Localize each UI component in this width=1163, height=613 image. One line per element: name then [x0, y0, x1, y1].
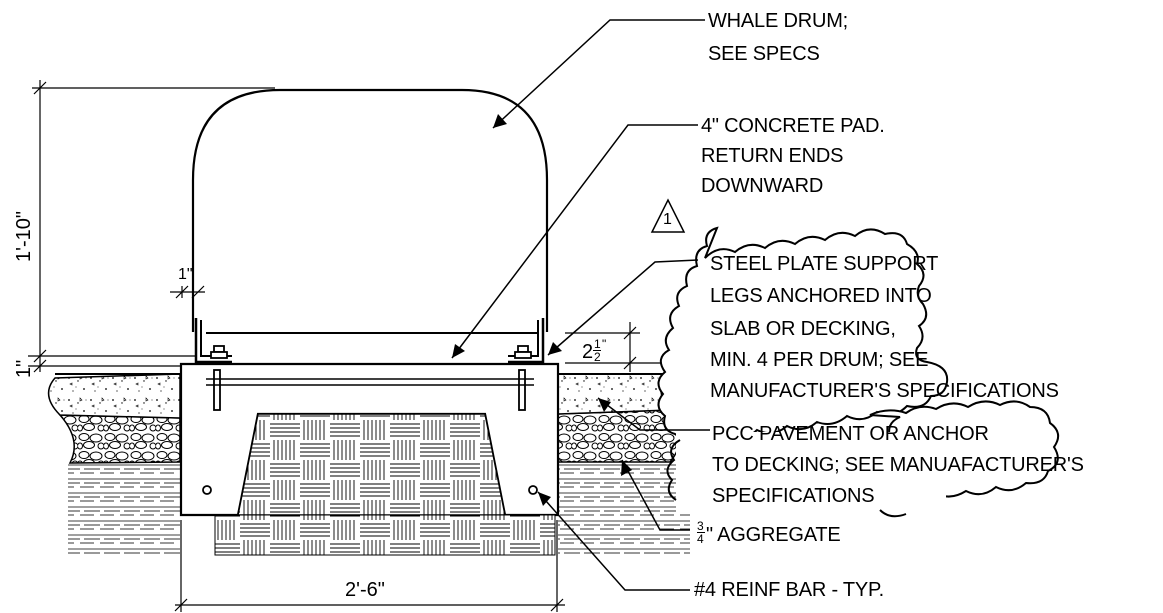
arrow-leg	[548, 342, 562, 355]
steel-leg-left	[194, 318, 232, 364]
pcc-pavement-label-line1: PCC PAVEMENT OR ANCHOR	[712, 423, 989, 445]
subgrade-earth	[68, 463, 180, 555]
aggregate-layer-right	[557, 409, 681, 463]
arrow-bar	[538, 492, 551, 506]
dim-leg-height-frac-num: 1	[594, 337, 601, 351]
steel-plate-label-line1: STEEL PLATE SUPPORT	[710, 253, 939, 275]
steel-plate-label-line5: MANUFACTURER'S SPECIFICATIONS	[710, 380, 1059, 402]
anchor-bolt-left	[210, 345, 228, 411]
dim-leg-height-label: 2 1 2 "	[582, 338, 612, 364]
whale-drum-label-line2: SEE SPECS	[708, 43, 820, 65]
reinf-bar-label: #4 REINF BAR - TYP.	[694, 579, 884, 601]
dim-drum-height-text: 1'-10"	[13, 211, 35, 262]
dim-pad-width-text: 2'-6"	[345, 579, 385, 601]
revision-triangle	[650, 198, 686, 233]
steel-plate-label-line2: LEGS ANCHORED INTO	[710, 285, 932, 307]
dim-leg-height	[565, 322, 665, 372]
dim-gap-text: 1"	[13, 359, 35, 378]
dim-leg-height-whole: 2	[582, 341, 594, 363]
revision-number: 1	[663, 211, 672, 228]
arrow-pad	[452, 344, 465, 358]
concrete-slab-left	[47, 373, 181, 419]
dim-leg-height-unit: "	[602, 337, 607, 351]
aggregate-label-text: " AGGREGATE	[706, 524, 841, 546]
aggregate-fraction-num: 3	[697, 519, 704, 533]
steel-plate-label-line4: MIN. 4 PER DRUM; SEE	[710, 349, 929, 371]
pad-cavity	[237, 413, 506, 516]
aggregate-fraction-den: 4	[697, 532, 704, 546]
concrete-slab-right	[557, 373, 672, 415]
concrete-pad-label-line3: DOWNWARD	[701, 175, 824, 197]
arrow-aggregate	[621, 460, 632, 476]
whale-drum	[191, 88, 549, 332]
fraction-bar	[697, 532, 705, 533]
dim-pad-width	[174, 520, 565, 612]
dim-leg-offset	[170, 285, 205, 299]
leader-lines	[451, 19, 710, 591]
arrow-pcc	[598, 398, 611, 412]
aggregate-label: 3 4 " AGGREGATE	[697, 520, 897, 546]
anchor-bolt-right	[514, 345, 532, 411]
dim-drum-height	[28, 80, 275, 373]
reinf-bar-left	[202, 485, 212, 495]
steel-leg-right	[508, 318, 545, 364]
aggregate-layer-left	[58, 414, 181, 464]
concrete-pad-label-line2: RETURN ENDS	[701, 145, 844, 167]
arrow-drum	[493, 114, 507, 128]
pcc-pavement-label-line2: TO DECKING; SEE MANUAFACTURER'S	[712, 454, 1084, 476]
concrete-pad-label-line1: 4" CONCRETE PAD.	[701, 115, 885, 137]
dim-leg-height-frac-den: 2	[594, 350, 601, 364]
whale-drum-label-line1: WHALE DRUM;	[708, 10, 849, 32]
reinf-bar-right	[528, 485, 538, 495]
subgrade-earth-right	[558, 462, 690, 555]
pcc-pavement-label-line3: SPECIFICATIONS	[712, 485, 875, 507]
dim-plate-offset-text: 1"	[178, 266, 193, 283]
steel-plate-label-line3: SLAB OR DECKING,	[710, 318, 896, 340]
dim-frac-bar	[593, 350, 601, 351]
